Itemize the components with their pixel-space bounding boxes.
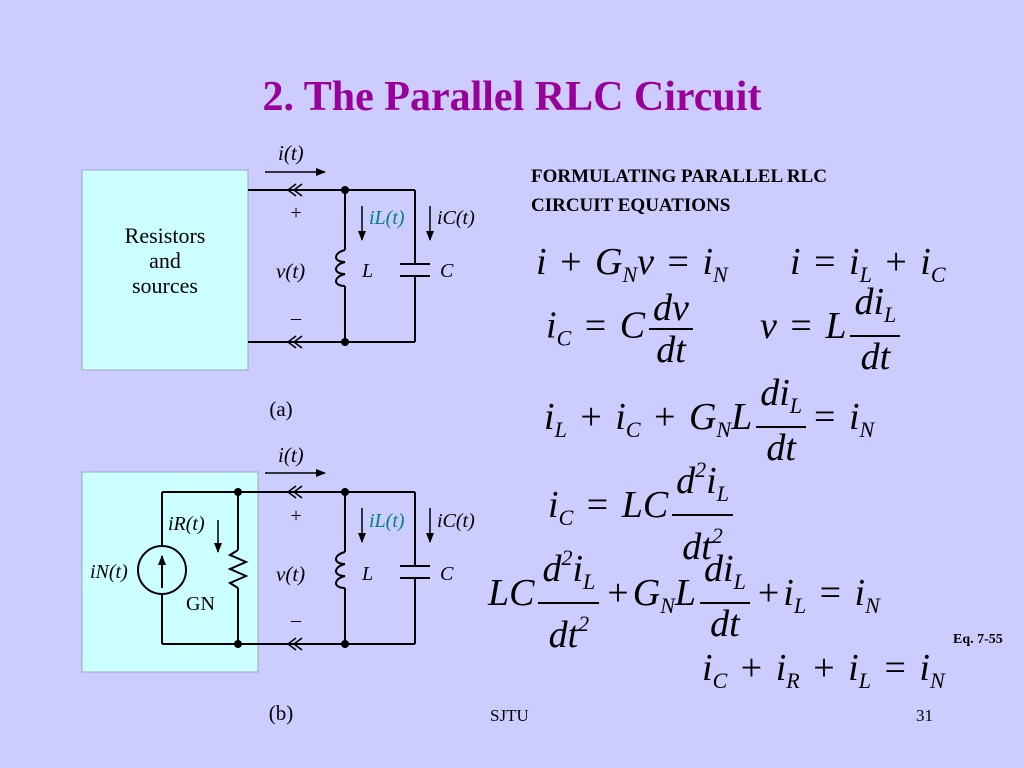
b-terminal-top <box>286 485 303 499</box>
terminal-bottom <box>286 335 303 349</box>
ir-label: iR(t) <box>168 513 205 535</box>
b-inductor-label: L <box>361 563 373 585</box>
b-inductor-coil <box>335 551 346 589</box>
b-current-label: i(t) <box>278 443 304 467</box>
node-top <box>341 186 349 194</box>
terminal-top <box>286 183 303 197</box>
b-capacitor-label: C <box>440 563 454 585</box>
node-b-top-left <box>234 488 242 496</box>
il-label: iL(t) <box>369 207 405 229</box>
inductor-label: L <box>361 260 373 282</box>
node-b-bottom-left <box>234 640 242 648</box>
inductor-coil <box>335 249 346 287</box>
b-plus-sign: + <box>290 505 301 527</box>
page-number: 31 <box>916 706 933 725</box>
node-bottom <box>341 338 349 346</box>
equation-number-label: Eq. 7-55 <box>953 632 1003 647</box>
figure-b: iN(t) iR(t) GN i(t) + v(t) – iL(t) iC(t)… <box>81 443 475 725</box>
ic-label: iC(t) <box>437 207 475 229</box>
equations-heading-line1: FORMULATING PARALLEL RLC <box>531 166 827 187</box>
current-source <box>137 545 187 595</box>
footer-center: SJTU <box>490 706 529 725</box>
equations-heading-line2: CIRCUIT EQUATIONS <box>531 195 731 216</box>
b-voltage-label: v(t) <box>276 562 305 586</box>
block-label-line3: sources <box>132 273 198 298</box>
source-label: iN(t) <box>90 561 128 583</box>
b-terminal-bottom <box>286 637 303 651</box>
resistors-sources-block <box>81 169 249 371</box>
equation-kcl-branches: iC + iR + iL = iN <box>702 647 945 693</box>
caption-b: (b) <box>269 701 294 725</box>
block-label-line1: Resistors <box>125 223 206 248</box>
node-b-bottom <box>341 640 349 648</box>
b-ic-label: iC(t) <box>437 510 475 532</box>
resistor-zigzag <box>227 549 249 589</box>
plus-sign: + <box>290 202 301 224</box>
voltage-label: v(t) <box>276 259 305 283</box>
figure-a: Resistors and sources i(t) + v(t) – iL(t… <box>81 141 475 421</box>
slide-title: 2. The Parallel RLC Circuit <box>262 74 762 120</box>
b-il-label: iL(t) <box>369 510 405 532</box>
minus-sign: – <box>290 307 302 329</box>
current-label: i(t) <box>278 141 304 165</box>
equation-current-split: i = iL + iC <box>790 241 946 287</box>
b-minus-sign: – <box>290 609 302 631</box>
equation-kcl: i + GNv = iN <box>536 241 728 287</box>
caption-a: (a) <box>269 397 292 421</box>
capacitor-label: C <box>440 260 454 282</box>
equations-heading: FORMULATING PARALLEL RLC CIRCUIT EQUATIO… <box>531 162 951 220</box>
conductance-label: GN <box>186 593 215 615</box>
norton-block <box>81 471 259 673</box>
node-b-top <box>341 488 349 496</box>
block-label-line2: and <box>149 248 181 273</box>
